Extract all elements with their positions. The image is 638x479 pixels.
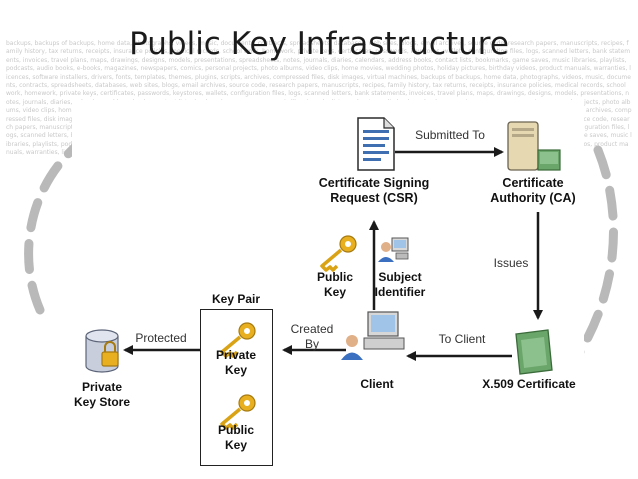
- x509-certificate-icon: [515, 329, 553, 375]
- public-key-label: Public Key: [217, 423, 254, 452]
- public-key-icon: [220, 394, 256, 430]
- key-pair-box: [200, 309, 273, 466]
- page-title: Public Key Infrastructure: [129, 26, 509, 62]
- edge-label-created-by: Created By: [290, 322, 334, 351]
- key-pair-label: Key Pair: [211, 292, 261, 306]
- client-computer-icon: [341, 311, 405, 360]
- subject-identifier-icon: [378, 237, 409, 262]
- csr-document-icon: [357, 117, 395, 171]
- edge-label-submitted-to: Submitted To: [415, 128, 485, 142]
- public-key-top-label: Public Key: [316, 270, 353, 299]
- x509-certificate-label: X.509 Certificate: [482, 377, 576, 391]
- private-key-icon: [220, 322, 256, 358]
- private-key-label: Private Key: [215, 348, 257, 377]
- ca-server-icon: [507, 121, 561, 171]
- private-key-store-icon: [85, 329, 119, 373]
- edge-label-protected: Protected: [135, 331, 187, 345]
- diagram-panel: [72, 100, 584, 460]
- public-key-top-icon: [320, 235, 357, 272]
- ca-label: Certificate Authority (CA): [490, 176, 576, 205]
- client-label: Client: [360, 377, 394, 391]
- edge-label-issues: Issues: [493, 256, 529, 270]
- csr-label: Certificate Signing Request (CSR): [318, 176, 430, 205]
- edge-label-to-client: To Client: [438, 332, 486, 346]
- subject-identifier-label: Subject Identifier: [374, 270, 426, 299]
- private-key-store-label: Private Key Store: [73, 380, 131, 409]
